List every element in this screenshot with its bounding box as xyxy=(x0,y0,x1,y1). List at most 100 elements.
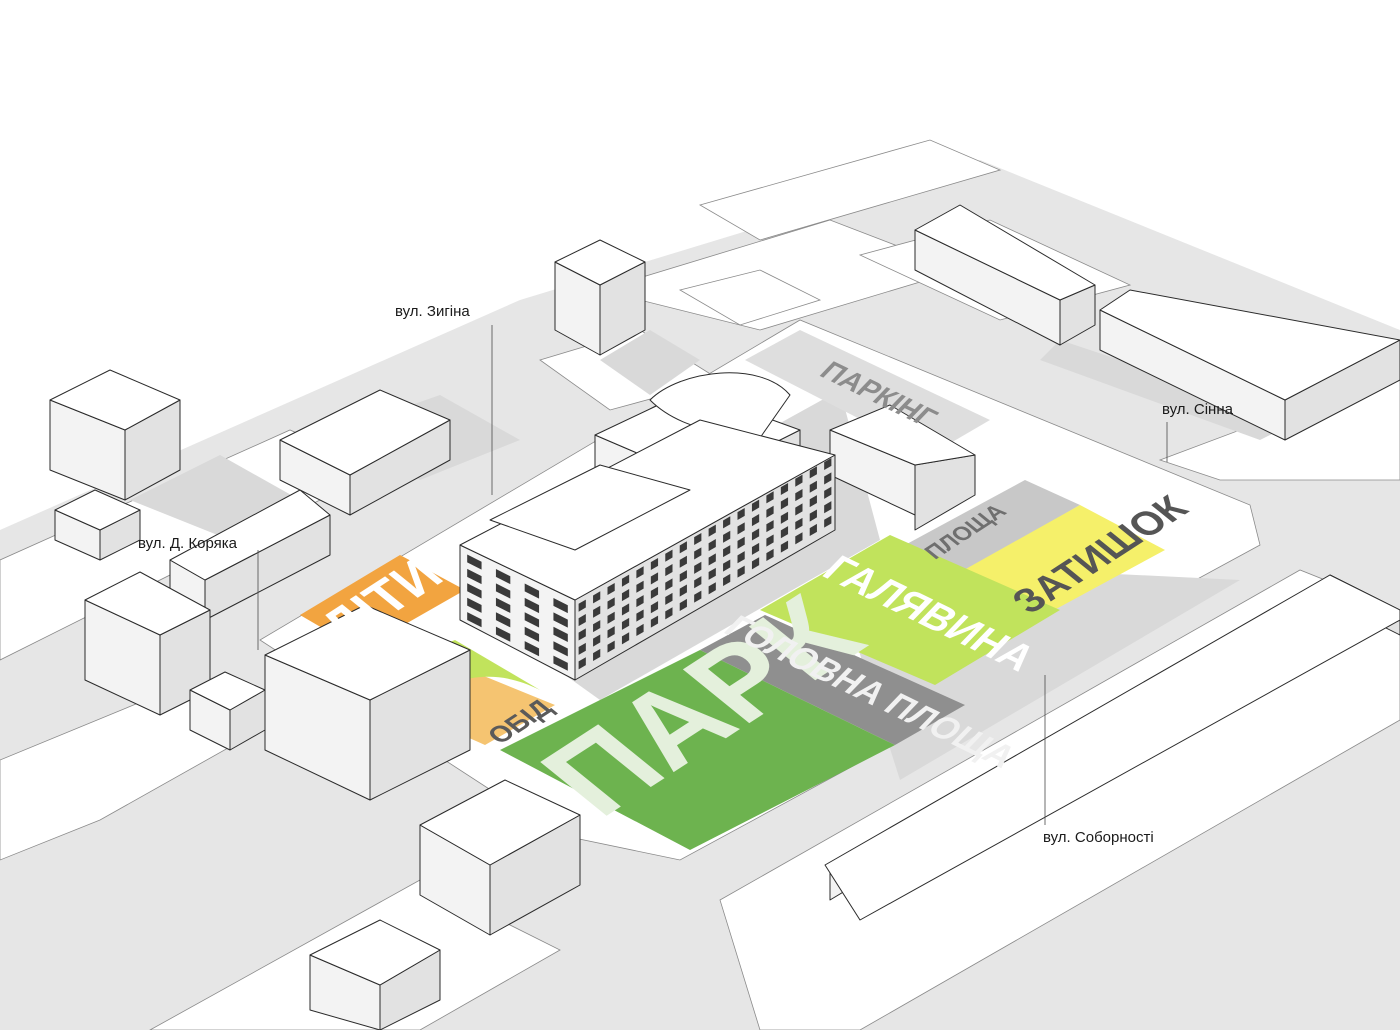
window xyxy=(524,641,540,657)
window xyxy=(665,578,673,591)
window xyxy=(708,567,716,580)
zone-park xyxy=(500,650,895,850)
window xyxy=(824,472,832,485)
window xyxy=(578,614,586,627)
window xyxy=(524,626,540,642)
window xyxy=(650,601,659,614)
window xyxy=(708,539,716,552)
window xyxy=(780,540,789,553)
window xyxy=(809,480,817,493)
window xyxy=(694,532,702,546)
window xyxy=(467,568,482,585)
window xyxy=(467,554,482,570)
window xyxy=(751,514,760,527)
window xyxy=(636,566,644,579)
window xyxy=(524,597,540,614)
window xyxy=(495,626,511,642)
window xyxy=(467,597,482,613)
window xyxy=(824,457,832,471)
window xyxy=(621,632,630,645)
window xyxy=(524,583,540,599)
window xyxy=(809,509,817,522)
window xyxy=(809,495,817,508)
window xyxy=(766,548,774,561)
building-sobornosti xyxy=(824,574,1400,921)
window xyxy=(751,499,760,512)
window xyxy=(578,642,586,655)
window xyxy=(553,626,568,642)
window xyxy=(694,576,702,589)
window xyxy=(607,611,615,624)
window xyxy=(737,536,745,549)
window xyxy=(694,561,702,574)
window xyxy=(694,547,702,560)
window xyxy=(679,570,687,583)
window xyxy=(593,634,601,647)
window xyxy=(737,551,745,564)
zone-main-square xyxy=(700,615,965,745)
window xyxy=(766,491,774,504)
window xyxy=(679,541,687,554)
window xyxy=(593,648,601,661)
window xyxy=(524,612,540,628)
window xyxy=(495,612,511,628)
window xyxy=(495,569,511,585)
window xyxy=(636,609,644,622)
window xyxy=(766,520,774,533)
window xyxy=(553,641,568,657)
building-sinna-1 xyxy=(914,204,1096,301)
window xyxy=(737,565,745,578)
window xyxy=(650,615,659,628)
window xyxy=(780,497,789,510)
window xyxy=(737,522,745,535)
window xyxy=(824,486,832,499)
window xyxy=(780,526,789,539)
window xyxy=(766,534,774,547)
window xyxy=(607,597,615,610)
window xyxy=(679,584,687,597)
main-building xyxy=(459,419,836,681)
building-northwest-2 xyxy=(279,389,451,476)
building-koriaka xyxy=(169,489,331,581)
building-south-2 xyxy=(309,919,441,986)
building-sinna-2 xyxy=(1099,289,1400,401)
street-label-zygina: вул. Зигіна xyxy=(395,303,470,320)
window xyxy=(578,628,586,641)
window xyxy=(607,582,615,596)
window xyxy=(795,517,803,530)
window xyxy=(621,603,630,616)
window xyxy=(553,598,568,614)
window xyxy=(766,505,774,518)
window xyxy=(593,620,601,633)
window xyxy=(650,586,659,599)
window xyxy=(553,655,568,671)
zone-square xyxy=(905,480,1080,575)
window xyxy=(621,617,630,630)
street-labels: вул. Зигіна вул. Д. Коряка вул. Сінна ву… xyxy=(138,303,1234,846)
window xyxy=(636,623,644,636)
window xyxy=(495,597,511,613)
window xyxy=(751,542,760,555)
window xyxy=(723,545,731,558)
zone-parking xyxy=(745,330,990,455)
window xyxy=(751,528,760,541)
window xyxy=(723,573,731,586)
window xyxy=(578,599,586,612)
lot-north-2 xyxy=(698,139,1002,241)
window xyxy=(694,590,702,603)
window xyxy=(578,657,586,670)
window xyxy=(723,559,731,572)
window xyxy=(824,515,832,528)
window xyxy=(723,530,731,543)
window xyxy=(751,557,760,570)
building-west-1 xyxy=(84,571,211,636)
window xyxy=(795,532,803,545)
window xyxy=(495,583,511,599)
window xyxy=(780,482,789,496)
window xyxy=(737,507,745,521)
window xyxy=(723,516,731,529)
window xyxy=(650,557,659,571)
lot-north-5 xyxy=(678,269,822,326)
building-west-2 xyxy=(264,604,471,701)
